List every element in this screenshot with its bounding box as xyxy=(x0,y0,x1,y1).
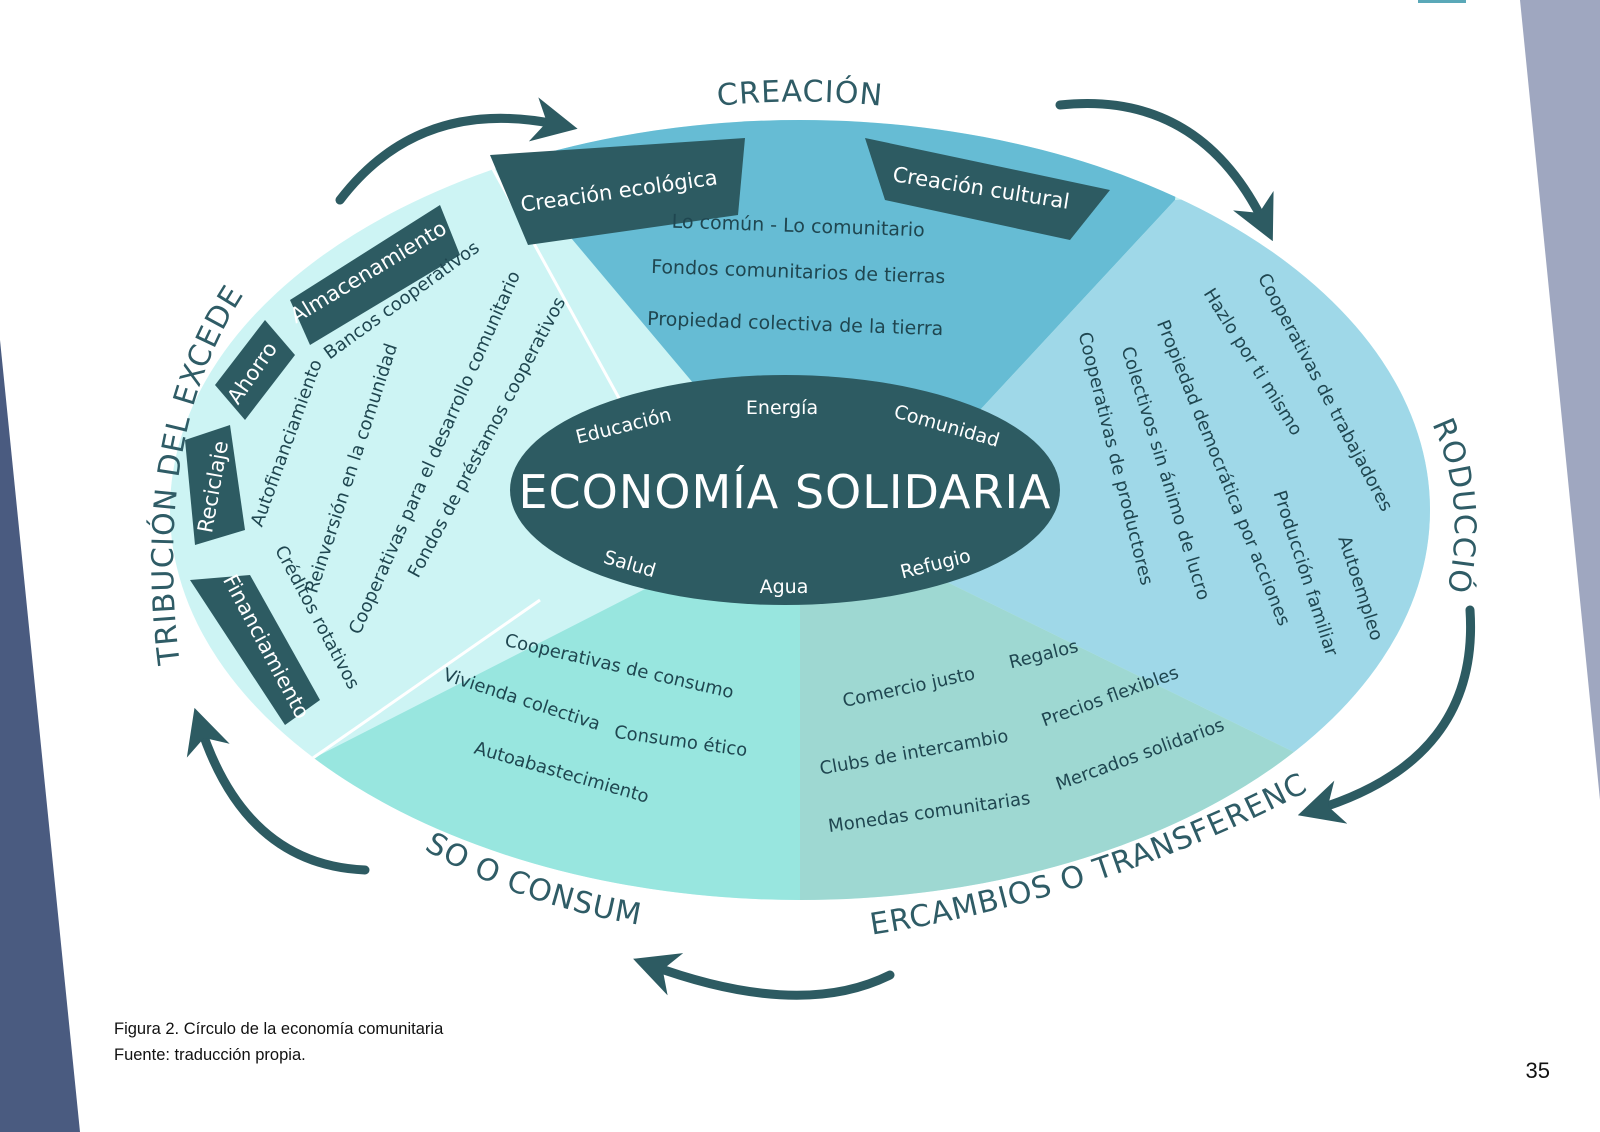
cycle-arrow-left xyxy=(186,707,370,875)
section-label-creacion: CREACIÓN xyxy=(715,73,884,114)
cycle-arrow-bottom xyxy=(633,953,895,1000)
top-accent-bar xyxy=(1418,0,1466,3)
right-decor-band xyxy=(1520,0,1600,800)
tab-creacion-ecologica xyxy=(490,138,745,245)
center-word-agua: Agua xyxy=(760,576,809,598)
page-number: 35 xyxy=(1525,1058,1550,1083)
cycle-arrow-top-left xyxy=(335,97,578,205)
caption-line-1: Figura 2. Círculo de la economía comunit… xyxy=(114,1020,444,1038)
tab-ahorro xyxy=(215,320,295,420)
caption-line-2: Fuente: traducción propia. xyxy=(114,1046,306,1064)
cycle-arrow-right xyxy=(1297,605,1476,824)
sector-production xyxy=(800,180,1430,780)
center-word-energia: Energía xyxy=(746,397,818,419)
cycle-arrow-top-right xyxy=(1055,99,1274,242)
tab-reciclaje xyxy=(185,425,245,545)
left-decor-band xyxy=(0,340,80,1132)
tab-financiamiento xyxy=(190,575,320,725)
center-ellipse xyxy=(510,375,1060,605)
center-title: ECONOMÍA SOLIDARIA xyxy=(518,465,1051,519)
figure-caption: Figura 2. Círculo de la economía comunit… xyxy=(114,1016,443,1068)
tab-creacion-cultural xyxy=(865,138,1110,240)
tab-almacenamiento xyxy=(290,205,460,345)
